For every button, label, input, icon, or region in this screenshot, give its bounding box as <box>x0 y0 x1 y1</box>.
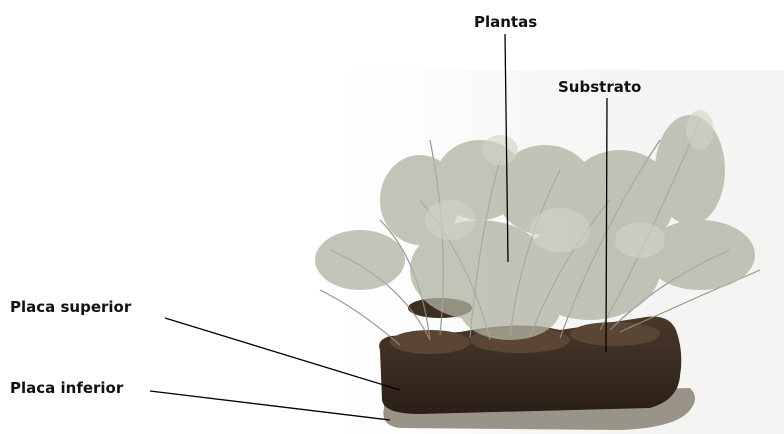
label-placa-inferior: Placa inferior <box>10 381 123 396</box>
label-placa-superior: Placa superior <box>10 300 131 315</box>
label-plantas: Plantas <box>474 15 537 30</box>
label-substrato: Substrato <box>558 80 641 95</box>
substrate-surface-1 <box>390 330 470 354</box>
